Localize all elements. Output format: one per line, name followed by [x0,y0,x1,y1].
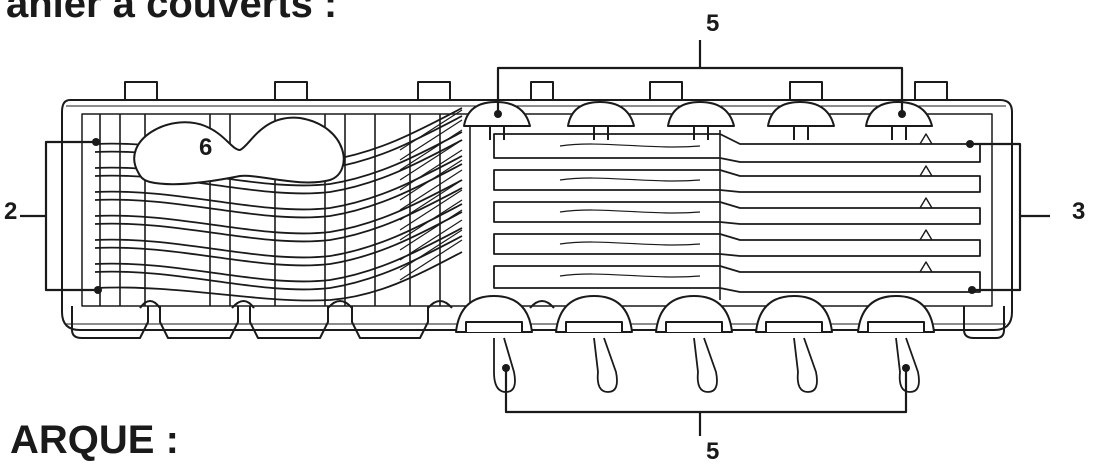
section-heading-top: anier à couverts : [6,0,338,26]
callout-label-5-top: 5 [706,10,720,37]
callout-label-6: 6 [199,134,213,161]
callout-lines [20,40,1050,436]
blade-spikes [919,133,933,273]
sponge-blob [133,116,345,186]
section-heading-bottom: ARQUE : [10,418,179,462]
callout-label-2: 2 [4,198,18,225]
bottom-mushroom-clips [455,295,935,333]
knife-blades [493,133,981,293]
callout-label-5-bottom: 5 [706,438,720,465]
comb-hatching [399,109,463,281]
callout-dots [92,110,976,372]
teardrop-tabs [493,337,920,393]
basket-top-tabs [124,81,948,101]
callout-label-3: 3 [1072,198,1086,225]
